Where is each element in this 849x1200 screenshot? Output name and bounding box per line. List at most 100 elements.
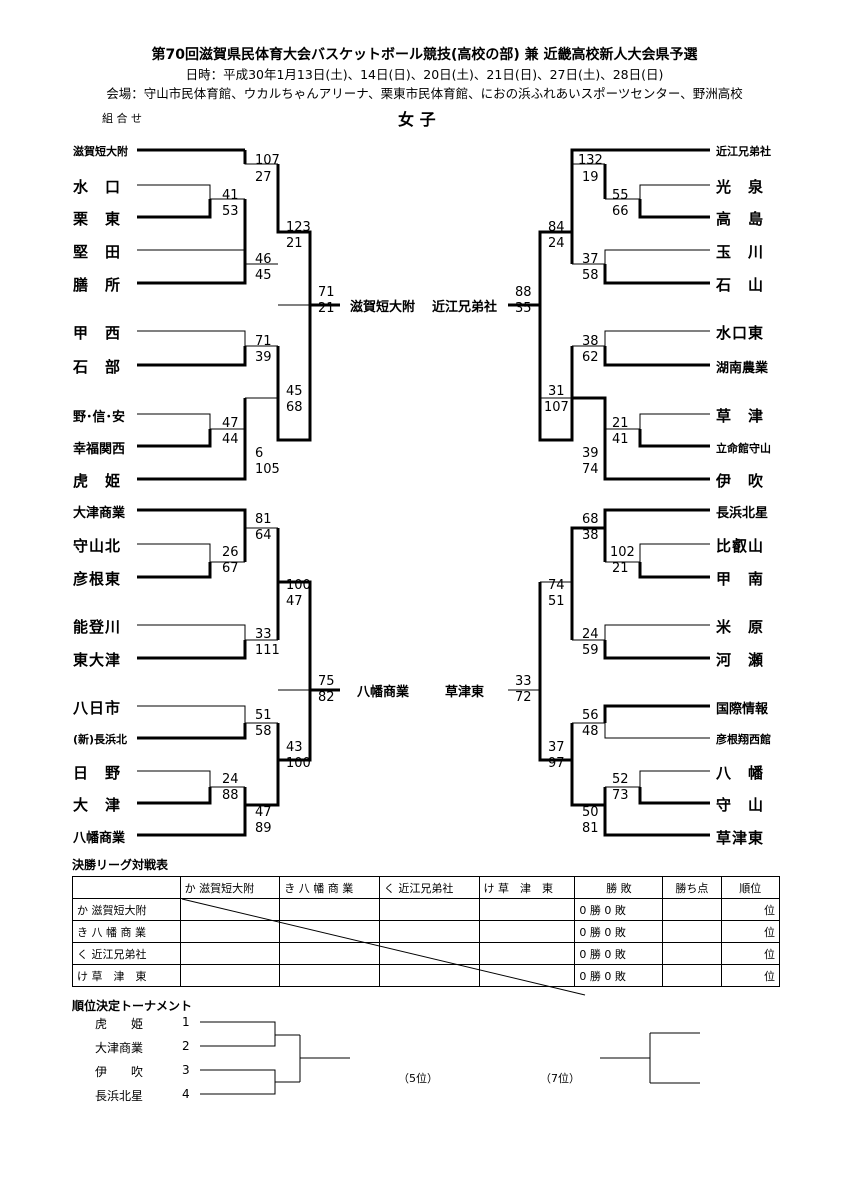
placement-seed-2: 2 — [182, 1039, 190, 1053]
division-label: 女 子 — [398, 110, 436, 129]
team-left-10: 虎 姫 — [73, 472, 122, 490]
score: 71 — [318, 285, 335, 300]
team-right-4: 玉 川 — [716, 243, 765, 261]
score: 132 — [578, 153, 603, 168]
score: 89 — [255, 821, 272, 836]
team-left-19: 大 津 — [73, 796, 122, 814]
team-right-2: 光 泉 — [716, 178, 765, 196]
team-right-19: 守 山 — [716, 796, 765, 814]
team-right-18: 八 幡 — [716, 764, 765, 782]
team-right-12: 比叡山 — [716, 537, 765, 555]
score: 35 — [515, 301, 532, 316]
score: 37 — [548, 740, 565, 755]
score: 6 — [255, 446, 264, 461]
score: 33 — [255, 627, 272, 642]
score: 68 — [582, 512, 599, 527]
score: 50 — [582, 805, 599, 820]
team-left-17: (新)長浜北 — [73, 733, 128, 746]
finalist-bottom-right: 草津東 — [445, 685, 485, 700]
team-left-5: 膳 所 — [73, 276, 122, 294]
league-record: 0 勝 0 敗 — [574, 920, 664, 943]
team-left-18: 日 野 — [73, 764, 122, 782]
score: 48 — [582, 724, 599, 739]
league-row: け 草 津 東 0 勝 0 敗 位 — [72, 964, 781, 987]
score: 73 — [612, 788, 629, 803]
score: 62 — [582, 350, 599, 365]
score: 24 — [548, 236, 565, 251]
score: 24 — [222, 772, 239, 787]
dates-line: 日時：平成30年1月13日(土)、14日(日)、20日(土)、21日(日)、27… — [185, 67, 664, 82]
score: 47 — [222, 416, 239, 431]
team-right-15: 河 瀬 — [716, 651, 765, 669]
team-left-3: 栗 東 — [73, 210, 122, 228]
score: 38 — [582, 334, 599, 349]
score: 107 — [255, 153, 280, 168]
score: 81 — [255, 512, 272, 527]
score: 33 — [515, 674, 532, 689]
score: 27 — [255, 170, 272, 185]
team-left-6: 甲 西 — [73, 324, 122, 342]
team-left-9: 幸福関西 — [73, 442, 126, 457]
score: 55 — [612, 188, 629, 203]
team-right-3: 高 島 — [716, 210, 765, 228]
finalist-top-left: 滋賀短大附 — [350, 300, 416, 315]
score: 24 — [582, 627, 599, 642]
team-left-11: 大津商業 — [73, 506, 126, 521]
placement-team-2: 大津商業 — [95, 1041, 144, 1055]
score: 56 — [582, 708, 599, 723]
placement-team-1: 虎 姫 — [95, 1017, 144, 1031]
team-left-12: 守山北 — [73, 537, 122, 555]
score: 31 — [548, 384, 565, 399]
team-right-5: 石 山 — [716, 276, 765, 294]
team-left-13: 彦根東 — [73, 570, 122, 588]
score: 21 — [612, 561, 629, 576]
score: 51 — [548, 594, 565, 609]
seventh-place-label: （7位） — [540, 1072, 580, 1085]
score: 44 — [222, 432, 239, 447]
team-right-14: 米 原 — [716, 618, 765, 636]
finalist-bottom-left: 八幡商業 — [357, 685, 410, 700]
team-right-6: 水口東 — [716, 324, 765, 342]
score: 105 — [255, 462, 280, 477]
score: 37 — [582, 252, 599, 267]
team-right-8: 草 津 — [716, 407, 765, 425]
team-left-4: 堅 田 — [73, 243, 122, 261]
score: 19 — [582, 170, 599, 185]
team-left-20: 八幡商業 — [73, 831, 126, 846]
team-left-15: 東大津 — [73, 651, 122, 669]
score: 47 — [286, 594, 303, 609]
score: 47 — [255, 805, 272, 820]
team-left-8: 野･信･安 — [73, 410, 126, 425]
score: 107 — [544, 400, 569, 415]
score: 52 — [612, 772, 629, 787]
team-left-16: 八日市 — [73, 699, 122, 717]
score: 39 — [582, 446, 599, 461]
score: 39 — [255, 350, 272, 365]
score: 53 — [222, 204, 239, 219]
league-row: か 滋賀短大附 0 勝 0 敗 位 — [72, 898, 781, 921]
score: 111 — [255, 643, 280, 658]
score: 71 — [255, 334, 272, 349]
score: 26 — [222, 545, 239, 560]
league-header-cell: く 近江兄弟社 — [378, 876, 480, 899]
score: 59 — [582, 643, 599, 658]
score: 41 — [612, 432, 629, 447]
score: 123 — [286, 220, 311, 235]
placement-seed-3: 3 — [182, 1063, 190, 1077]
score: 100 — [286, 756, 311, 771]
team-left-14: 能登川 — [73, 618, 122, 636]
score: 81 — [582, 821, 599, 836]
score: 100 — [286, 578, 311, 593]
placement-title: 順位決定トーナメント — [72, 999, 193, 1013]
score: 38 — [582, 528, 599, 543]
score: 66 — [612, 204, 629, 219]
league-rank: 位 — [720, 964, 781, 987]
score: 58 — [255, 724, 272, 739]
score: 75 — [318, 674, 335, 689]
league-header-cell: 勝 敗 — [574, 876, 664, 899]
score: 82 — [318, 690, 335, 705]
team-right-17: 彦根翔西館 — [716, 733, 771, 746]
venue-line: 会場：守山市民体育館、ウカルちゃんアリーナ、栗東市民体育館、におの浜ふれあいスポ… — [106, 86, 743, 101]
score: 84 — [548, 220, 565, 235]
